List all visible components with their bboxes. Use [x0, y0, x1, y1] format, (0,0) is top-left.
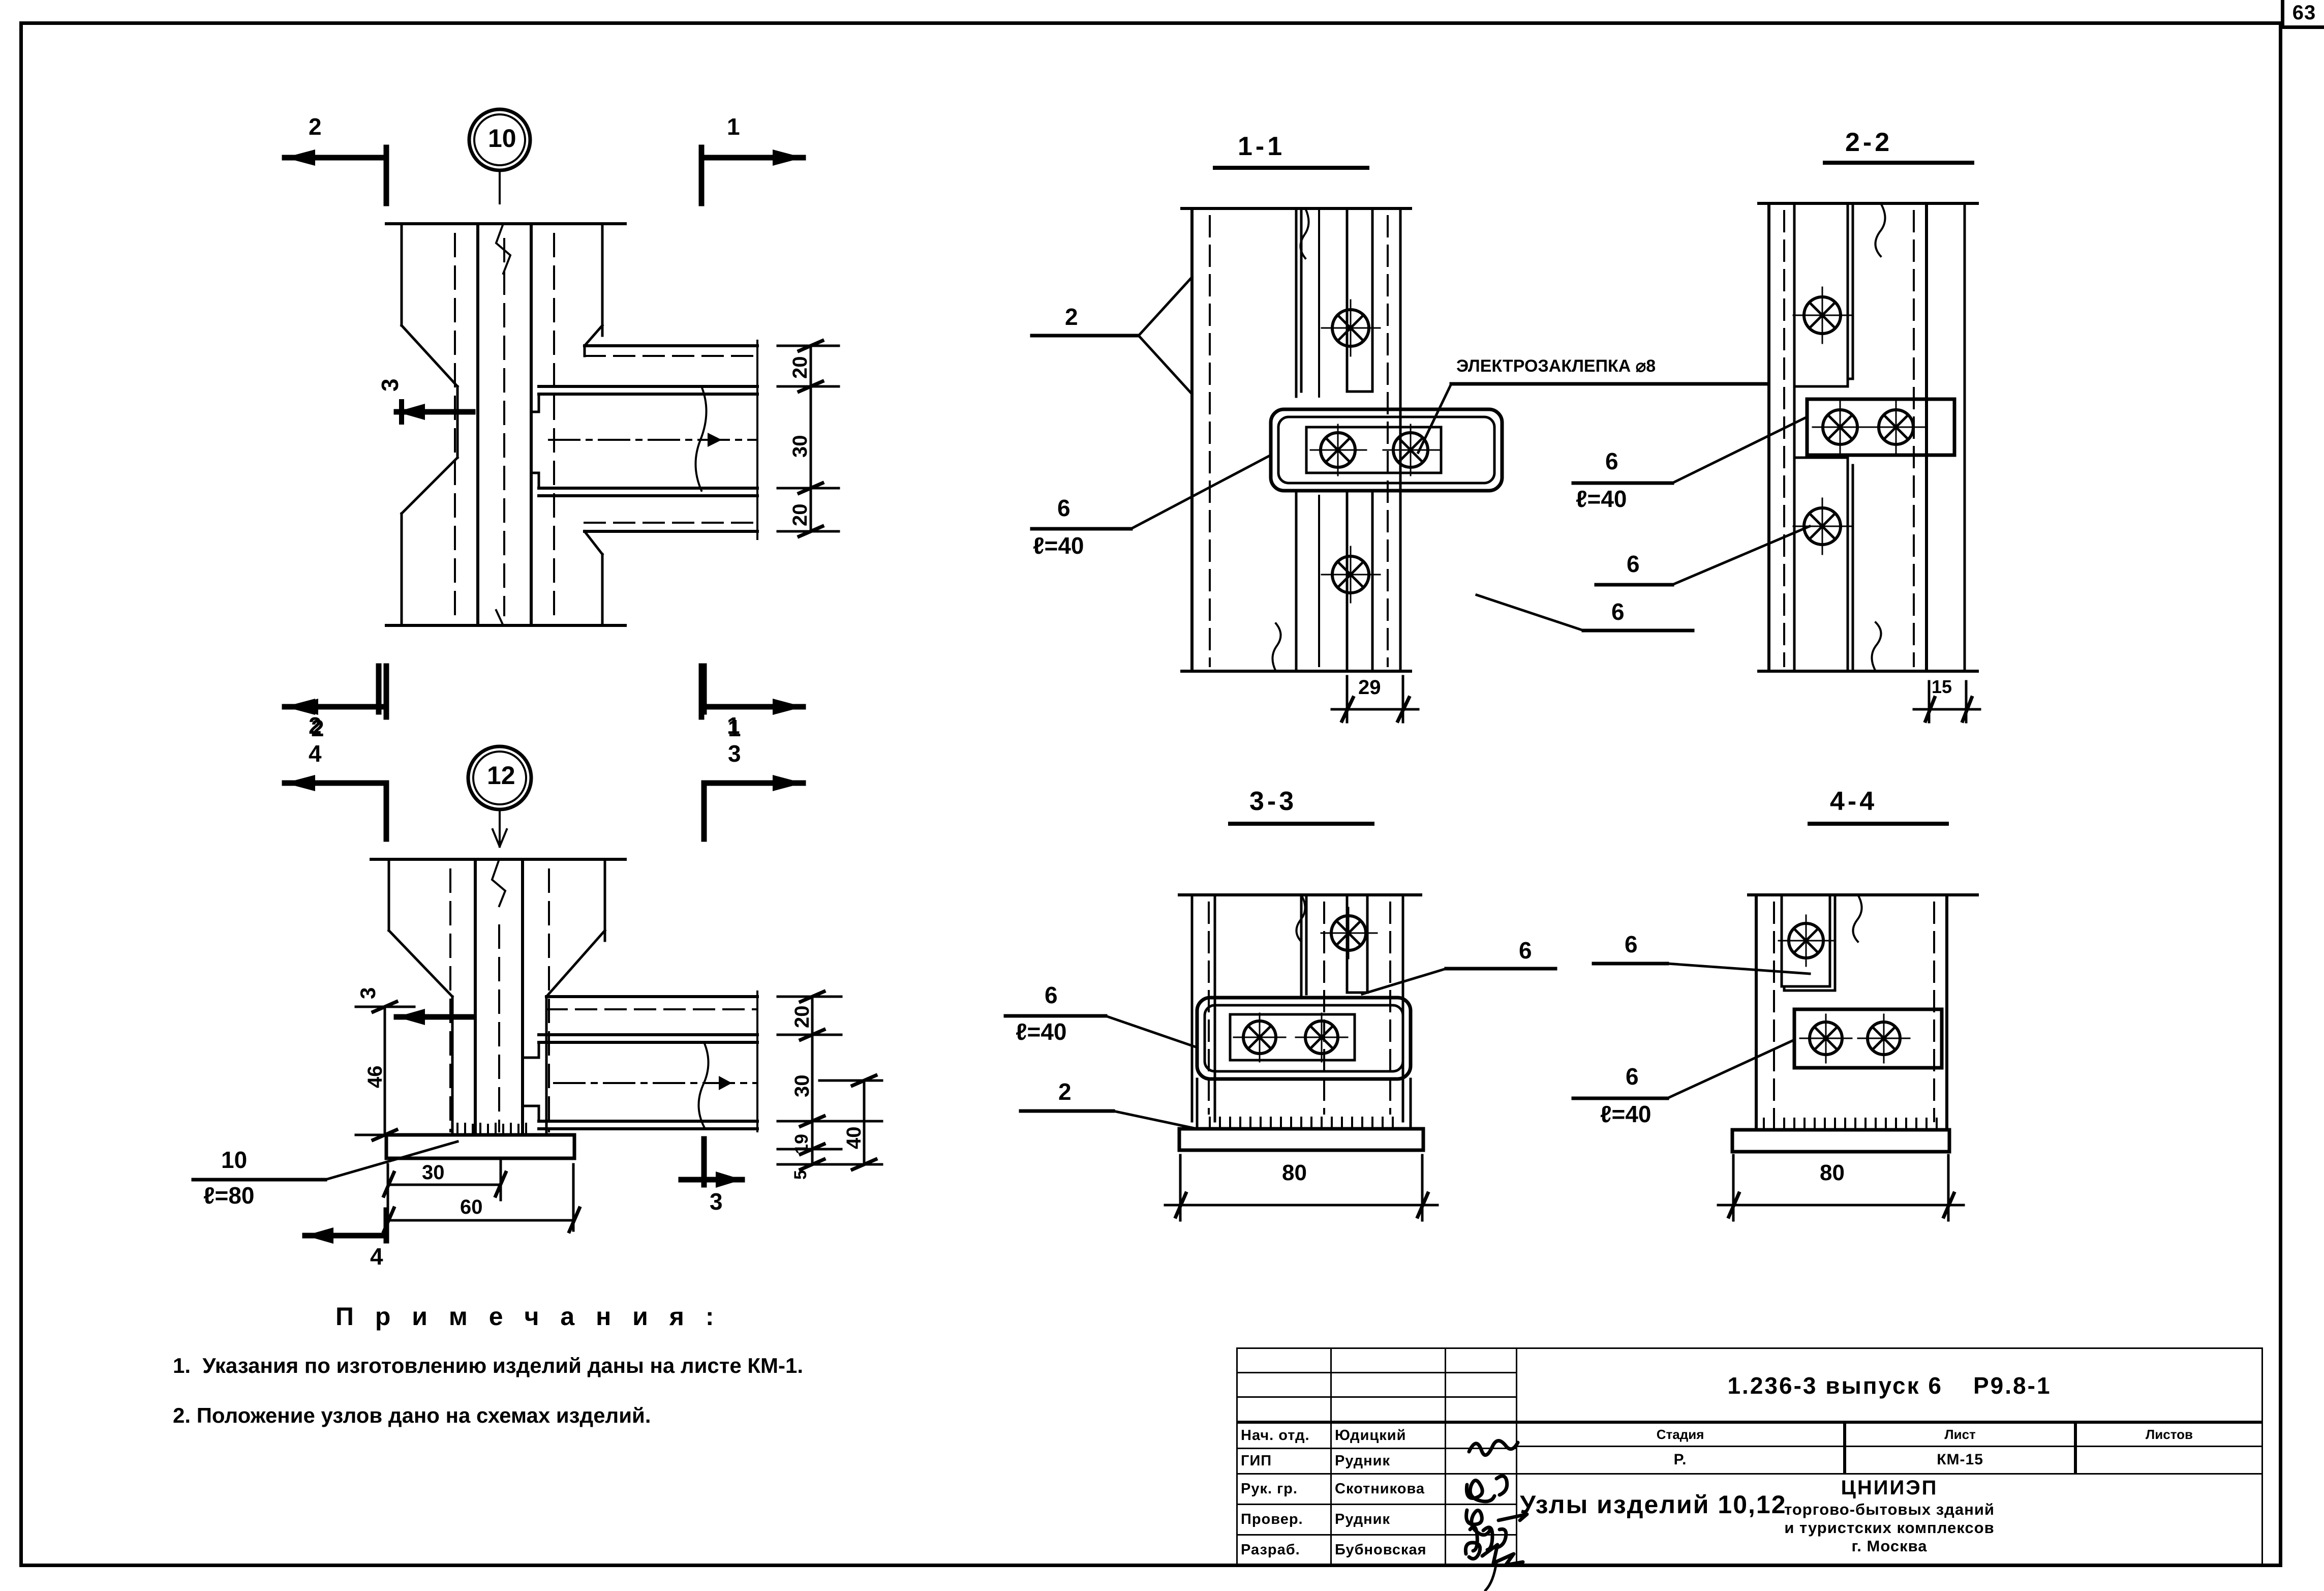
callout-2-2-mark-6b: 6: [1627, 551, 1640, 577]
tb-sheet-header: Лист: [1845, 1423, 2075, 1447]
tb-role-0: Нач. отд.: [1236, 1421, 1332, 1449]
tb-signature-1: [1445, 1447, 1517, 1475]
tb-name-0: Юдицкий: [1330, 1421, 1446, 1449]
callout-3-3-mark-2: 2: [1058, 1078, 1072, 1105]
section-mark-4-n12: 4: [309, 740, 322, 767]
tb-name-3: Рудник: [1330, 1503, 1446, 1536]
callout-4-4-mark-6b: 6: [1626, 1063, 1639, 1090]
section-mark-1-bottom-right: 1: [727, 712, 740, 739]
callout-2-2-length-40: ℓ=40: [1576, 486, 1627, 512]
tb-organization-line4: г. Москва: [1851, 1537, 1928, 1555]
tb-empty-3a: [1236, 1396, 1332, 1424]
section-title-3-3: 3-3: [1249, 787, 1297, 816]
tb-organization-cell: ЦНИИЭП торгово-бытовых зданий и туристск…: [1516, 1473, 2263, 1567]
dimension-node12-20: 20: [791, 1005, 813, 1029]
callout-3-3-length-40: ℓ=40: [1016, 1018, 1067, 1045]
dimension-node12-60-horiz: 60: [460, 1196, 483, 1218]
dimension-node12-30-horiz: 30: [422, 1161, 445, 1184]
dimension-2-2-15: 15: [1932, 676, 1952, 697]
section-mark-3-n12-lower: 3: [710, 1188, 723, 1215]
callout-1-1-length-40: ℓ=40: [1033, 532, 1084, 559]
tb-organization-line2: торгово-бытовых зданий: [1784, 1500, 1995, 1518]
notes-item-1: 1. Указания по изготовлению изделий даны…: [173, 1354, 804, 1377]
tb-empty-1b: [1330, 1347, 1446, 1373]
callout-4-4-mark-6a: 6: [1625, 931, 1638, 957]
section-mark-2-bottom-left: 2: [309, 712, 322, 739]
tb-empty-2a: [1236, 1371, 1332, 1398]
tb-empty-3b: [1330, 1396, 1446, 1424]
callout-3-3-mark-6b: 6: [1519, 937, 1532, 964]
tb-drawing-title: Узлы изделий 10,12: [1520, 1490, 1787, 1519]
callout-10-length: ℓ=80: [203, 1182, 255, 1209]
tb-role-2: Рук. гр.: [1236, 1473, 1332, 1505]
notes-item-2: 2. Положение узлов дано на схемах издели…: [173, 1403, 651, 1427]
tb-empty-1c: [1445, 1347, 1517, 1373]
node-bubble-10-label: 10: [488, 124, 516, 153]
dimension-node12-5: 5: [791, 1170, 810, 1180]
callout-10-mark: 10: [221, 1147, 248, 1173]
section-title-2-2: 2-2: [1845, 128, 1893, 157]
tb-empty-2b: [1330, 1371, 1446, 1398]
tb-role-3: Провер.: [1236, 1503, 1332, 1536]
node-bubble-12-label: 12: [487, 761, 515, 790]
section-mark-4-n12-bottom: 4: [370, 1243, 383, 1270]
dimension-node12-19: 19: [791, 1133, 812, 1154]
dimension-node12-3: 3: [356, 987, 380, 999]
tb-organization-line3: и туристских комплексов: [1784, 1518, 1995, 1537]
section-title-1-1: 1-1: [1238, 132, 1286, 161]
dimension-node12-30: 30: [791, 1074, 813, 1098]
notes-heading: П р и м е ч а н и я :: [335, 1302, 721, 1331]
callout-1-1-mark-6b: 6: [1611, 598, 1625, 625]
page-number: 63: [2281, 0, 2324, 29]
dimension-node12-40: 40: [843, 1126, 865, 1150]
tb-organization: ЦНИИЭП: [1841, 1476, 1938, 1499]
callout-1-1-mark-2: 2: [1065, 304, 1078, 330]
tb-empty-1a: [1236, 1347, 1332, 1373]
dimension-4-4-80: 80: [1820, 1160, 1845, 1185]
tb-stage-header: Стадия: [1517, 1423, 1845, 1447]
section-mark-2-top-left: 2: [309, 113, 322, 140]
title-block: 1.236-3 выпуск 6 Р9.8-1 Нач. отд. Юдицкий: [1236, 1347, 2263, 1567]
dimension-node10-30: 30: [789, 435, 811, 458]
tb-stage-value: Р.: [1517, 1445, 1845, 1473]
tb-signature-2: [1445, 1473, 1517, 1505]
tb-empty-3c: [1445, 1396, 1517, 1424]
tb-stage-sheet-headers: Стадия Р. Лист КМ-15: [1516, 1421, 2263, 1475]
section-title-4-4: 4-4: [1830, 787, 1878, 816]
tb-empty-2c: [1445, 1371, 1517, 1398]
callout-3-3-mark-6a: 6: [1045, 982, 1058, 1008]
tb-name-1: Рудник: [1330, 1447, 1446, 1475]
tb-sheet-value: КМ-15: [1845, 1445, 2075, 1473]
section-mark-1-top-right: 1: [727, 113, 740, 140]
dimension-1-1-29: 29: [1358, 676, 1381, 699]
callout-2-2-mark-6a: 6: [1605, 448, 1618, 474]
dimension-node10-20-bottom: 20: [789, 503, 811, 527]
section-mark-2-n12: 2: [311, 715, 324, 741]
tb-role-1: ГИП: [1236, 1447, 1332, 1475]
section-mark-1-n12: 1: [728, 715, 741, 741]
tb-project-code: 1.236-3 выпуск 6: [1727, 1372, 1943, 1399]
callout-4-4-length-40: ℓ=40: [1600, 1101, 1652, 1127]
callout-1-1-mark-6a: 6: [1057, 495, 1071, 521]
drawing-frame: [19, 21, 2282, 1567]
weld-note-label: ЭЛЕКТРОЗАКЛЕПКА ⌀8: [1456, 356, 1656, 376]
tb-role-4: Разраб.: [1236, 1534, 1332, 1567]
dimension-3-3-80: 80: [1282, 1160, 1307, 1185]
dimension-node10-20-top: 20: [789, 356, 811, 379]
tb-name-2: Скотникова: [1330, 1473, 1446, 1505]
tb-signature-4: [1445, 1534, 1517, 1567]
tb-signature-3: [1445, 1503, 1517, 1536]
dimension-node12-46: 46: [364, 1065, 386, 1089]
section-mark-3-left: 3: [377, 378, 403, 392]
tb-sheet-code: Р9.8-1: [1973, 1372, 2052, 1399]
tb-sheets-value: [2075, 1445, 2261, 1473]
tb-name-4: Бубновская: [1330, 1534, 1446, 1567]
tb-sheets-header: Листов: [2075, 1423, 2261, 1447]
tb-signature-0: [1445, 1421, 1517, 1449]
tb-project-code-cell: 1.236-3 выпуск 6 Р9.8-1: [1516, 1347, 2263, 1424]
section-mark-3-n12-upper: 3: [728, 740, 741, 767]
